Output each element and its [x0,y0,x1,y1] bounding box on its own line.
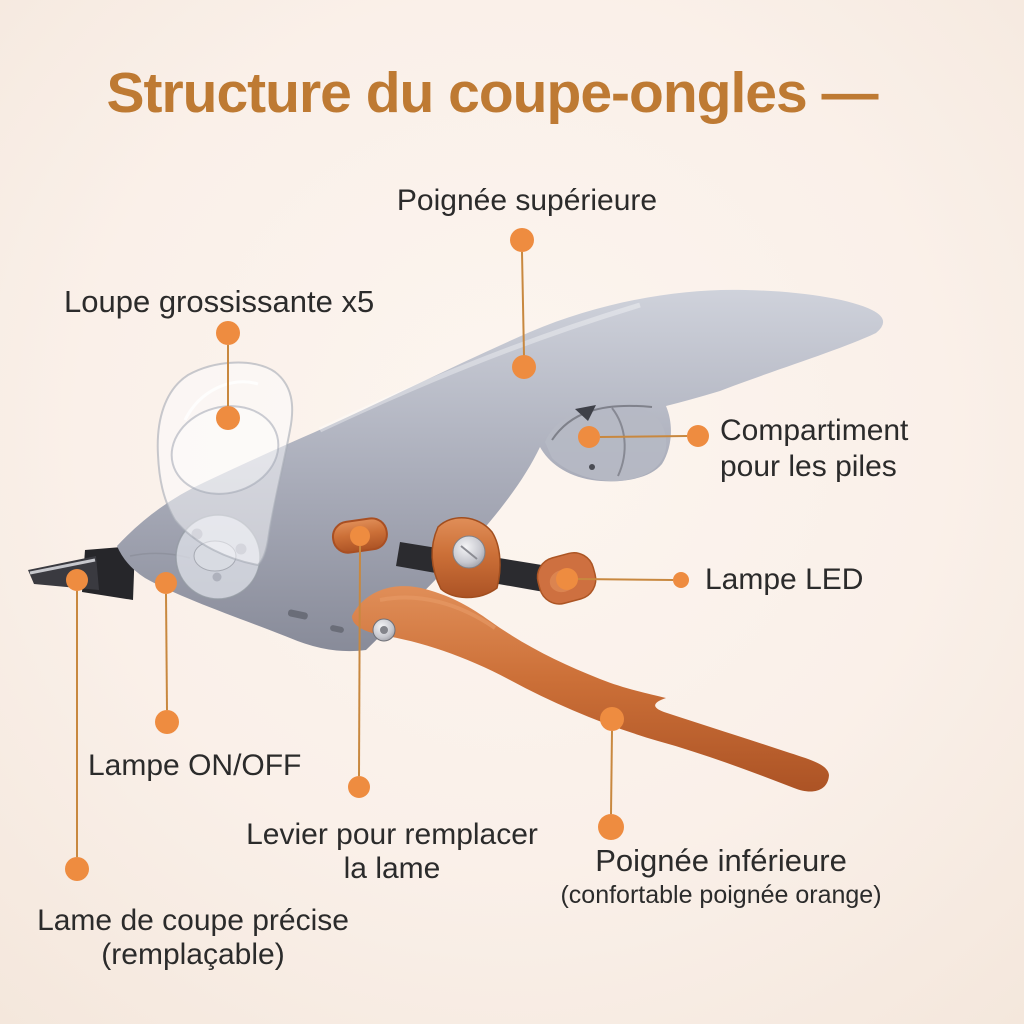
label-poignee-inferieure: Poignée inférieure [595,843,847,878]
label-compartiment-line1: Compartiment [720,414,909,447]
label-lame-coupe: Lame de coupe précise (remplaçable) [37,904,349,972]
callout-loupe [216,321,240,430]
cutting-blade [28,546,135,600]
battery-compartment [545,404,667,482]
handle-highlight [318,302,641,433]
page-title: Structure du coupe-ongles — [106,61,878,125]
callout-poignee-superieure [510,228,536,379]
clipper-body [28,289,884,792]
upper-handle [117,289,884,652]
label-poignee-inferieure-sub: (confortable poignée orange) [560,881,882,909]
label-lame-line2: (remplaçable) [101,938,285,971]
label-levier-lame: Levier pour remplacer la lame [246,818,538,886]
label-lampe-led: Lampe LED [705,563,864,596]
callout-lampe-led [556,568,689,590]
callout-lampe-onoff [155,572,179,734]
callout-levier [348,526,370,798]
label-compartiment-line2: pour les piles [720,450,897,483]
label-poignee-superieure: Poignée supérieure [396,184,658,217]
label-compartiment-piles: Compartiment pour les piles [720,413,908,485]
label-levier-line2: la lame [343,852,441,885]
label-loupe-grossissante: Loupe grossissante x5 [64,284,375,319]
callouts [65,228,709,881]
vent-slot [287,609,308,620]
callout-poignee-inferieure [598,707,624,840]
callout-lame [65,569,89,881]
lower-jaw [396,516,597,605]
vent-slot [330,625,344,633]
magnifier-loupe [156,361,294,567]
label-lampe-on-off: Lampe ON/OFF [88,749,302,782]
label-levier-line1: Levier pour remplacer [246,818,538,851]
lower-handle [352,586,829,792]
callout-compartiment [578,425,709,448]
label-lame-line1: Lame de coupe précise [37,904,349,937]
